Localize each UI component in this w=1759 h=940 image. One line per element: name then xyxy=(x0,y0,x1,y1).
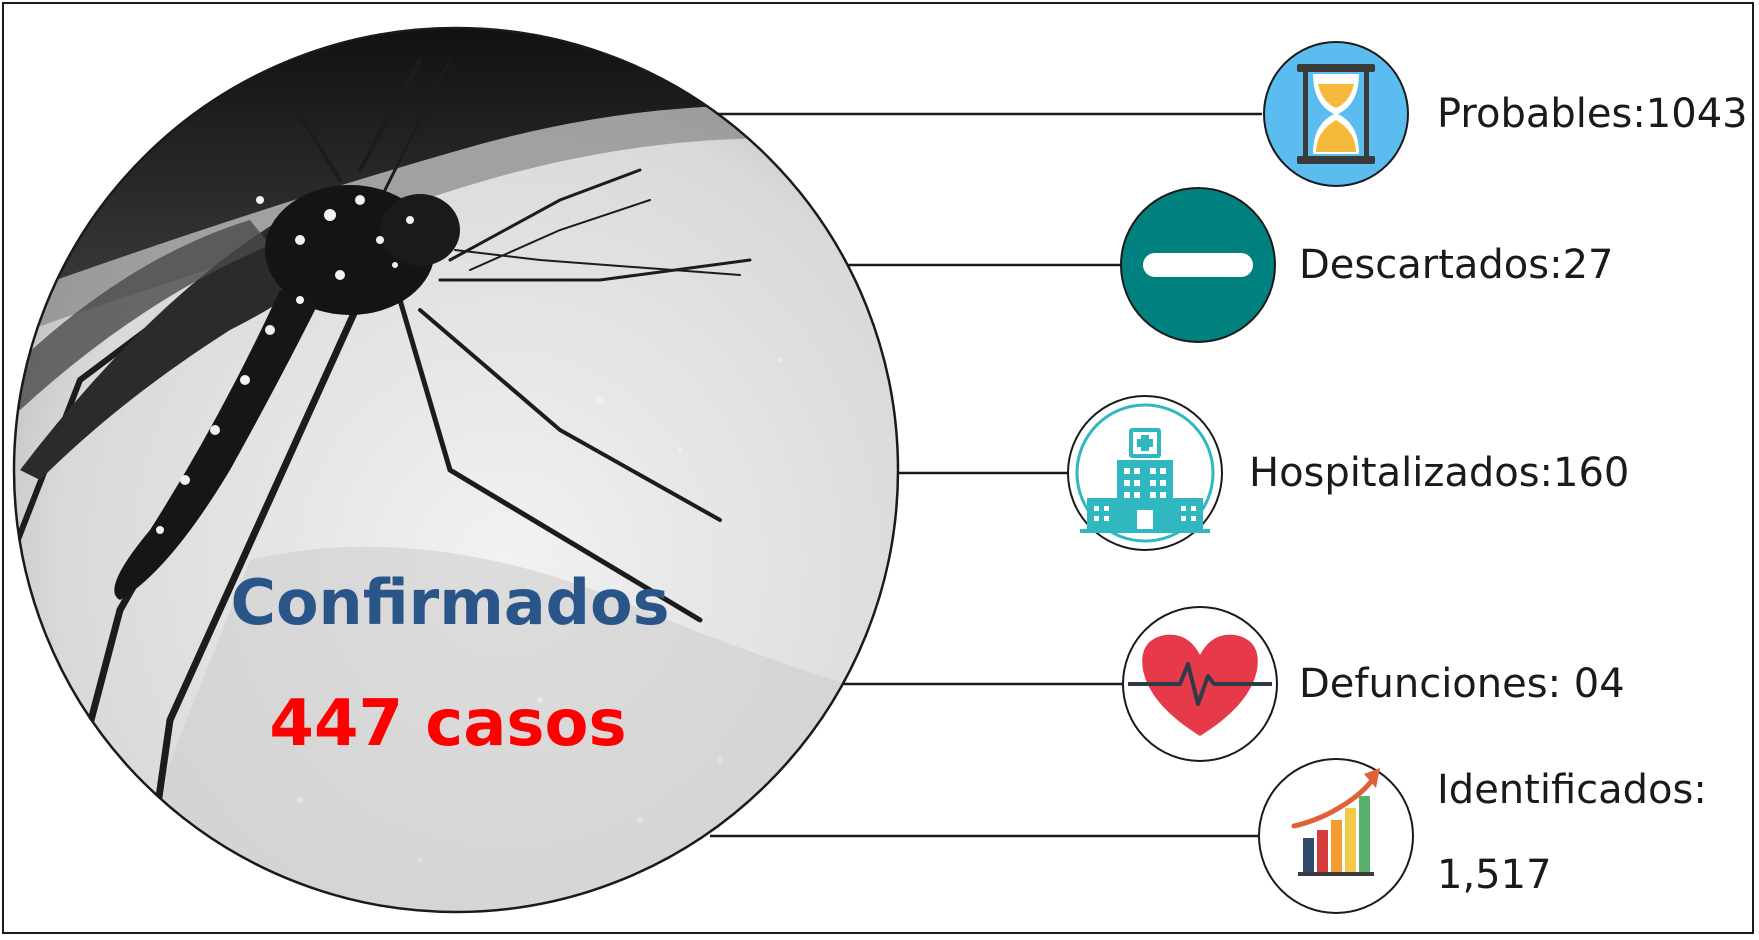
label-probables: Probables:1043 xyxy=(1437,91,1748,137)
growth-chart-icon xyxy=(1258,758,1414,914)
hospital-icon xyxy=(1067,395,1223,551)
hourglass-icon xyxy=(1263,41,1409,187)
label-identificados: Identificados: xyxy=(1437,767,1707,813)
label-identificados-value: 1,517 xyxy=(1437,852,1552,898)
photo-circle-border xyxy=(12,26,900,914)
mosquito-photo xyxy=(14,28,898,912)
label-descartados: Descartados:27 xyxy=(1299,242,1614,288)
main-title: Confirmados xyxy=(230,566,670,639)
connector-lines xyxy=(710,112,1262,838)
label-defunciones: Defunciones: 04 xyxy=(1299,661,1625,707)
main-count: 447 casos xyxy=(269,687,627,761)
heart-pulse-icon xyxy=(1122,606,1278,762)
minus-circle-icon xyxy=(1120,187,1276,343)
label-hospitalizados: Hospitalizados:160 xyxy=(1249,450,1630,496)
